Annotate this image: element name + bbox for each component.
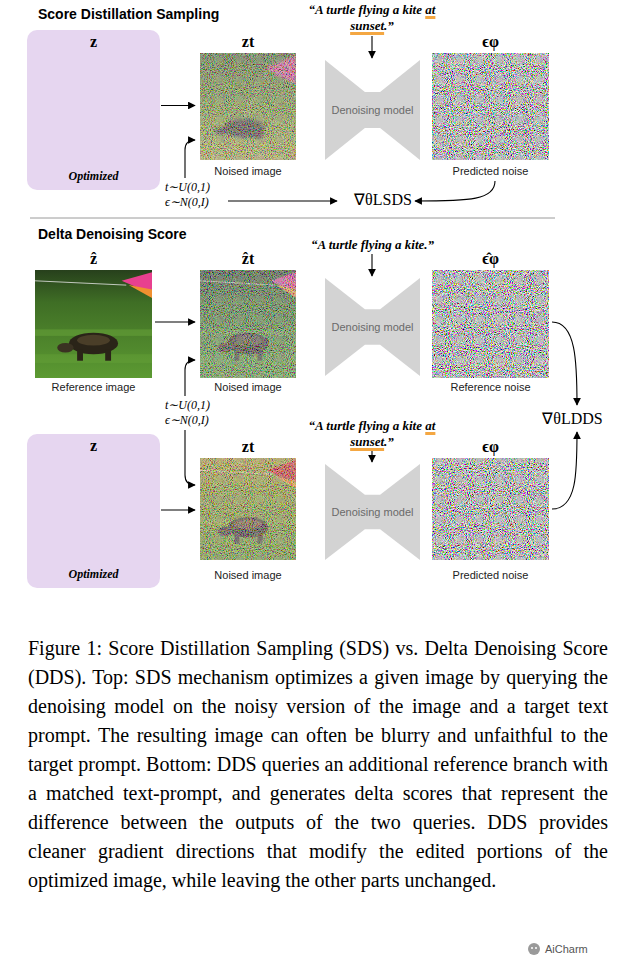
section-heading: Score Distillation Sampling [38,6,298,23]
optimized-image-panel: zOptimized [27,30,160,190]
node-heading: Denoising model [332,320,414,334]
noise-image [432,53,549,160]
node-label: Predicted noise [453,568,529,582]
noised-image-box: ẑtNoised image [196,250,300,394]
node-label: Noised image [214,568,281,582]
sampling-note: ϵ∼N(0,I) [165,195,245,210]
node-label: Optimized [69,566,119,582]
noised-image [200,458,296,560]
node-heading: z [90,437,97,455]
sampling-note: ϵ∼N(0,I) [165,413,245,428]
node-heading: ϵφ [482,33,499,51]
hourglass-shape [325,278,420,376]
delta-arrow [552,432,577,509]
node-heading: ẑ [90,250,97,268]
watermark: AiCharm [545,943,615,956]
text-prompt: “A turtle flying a kite.” [295,237,450,253]
flow-arrow [161,509,195,510]
noised-image [200,53,296,160]
denoising-model: Denoising model [325,60,420,160]
sample-arrow [185,140,195,178]
noise-image [432,270,549,378]
node-heading: zt [242,438,254,456]
section-divider [30,218,555,219]
noise-box: ϵφPredicted noise [430,33,551,178]
gradient-arrow [415,181,495,201]
watermark-icon [528,943,540,955]
noise-overlay [200,270,296,378]
node-heading: z [90,33,97,51]
sample-arrow [185,430,195,485]
noised-image [200,270,296,378]
sample-arrow [228,200,337,201]
flow-arrow [161,105,195,106]
reference-image [35,270,152,378]
noise-image [432,458,549,560]
figure-caption: Figure 1: Score Distillation Sampling (S… [28,634,608,895]
prompt-arrow [371,451,372,462]
prompt-arrow [371,36,372,58]
gradient-label: ∇θLSDS [338,190,428,209]
hourglass-shape [325,464,420,560]
gradient-label: ∇θLDDS [530,409,615,428]
optimized-image-panel: zOptimized [27,434,160,588]
node-heading: zt [242,33,254,51]
flow-arrow [155,321,195,322]
watermark-icon [531,947,533,949]
node-label: Noised image [214,164,281,178]
node-label: Noised image [214,380,281,394]
sample-arrow [185,360,195,396]
noised-image-box: ztNoised image [196,33,300,178]
sampling-note: t∼U(0,1) [165,180,245,195]
noise-overlay [200,458,296,560]
node-heading: ϵ̂φ [482,250,499,268]
hourglass-shape [325,60,420,160]
node-heading: ϵφ [482,438,499,456]
noise-box: ϵ̂φReference noise [430,250,551,394]
prompt-arrow [371,254,372,276]
node-heading: Denoising model [332,103,414,117]
dds-reference-images [35,270,549,378]
node-label: Reference noise [450,380,530,394]
watermark-icon [535,947,537,949]
node-heading: ẑt [242,250,254,268]
node-heading: Denoising model [332,505,414,519]
denoising-model: Denoising model [325,464,420,560]
node-label: Predicted noise [453,164,529,178]
node-label: Reference image [52,380,136,394]
layout-arrows [185,36,577,509]
delta-arrow [552,322,577,405]
denoising-model: Denoising model [325,278,420,376]
noise-overlay [200,53,296,160]
noised-image-box: ztNoised image [196,438,300,582]
node-label: Optimized [69,168,119,184]
text-prompt: “A turtle flying a kite at sunset.” [302,2,442,34]
text-prompt: “A turtle flying a kite at sunset.” [302,418,442,450]
watermark-icon [528,943,540,955]
reference-image-box: ẑReference image [33,250,154,394]
noise-box: ϵφPredicted noise [430,438,551,582]
sampling-note: t∼U(0,1) [165,398,245,413]
section-heading: Delta Denoising Score [38,226,298,243]
